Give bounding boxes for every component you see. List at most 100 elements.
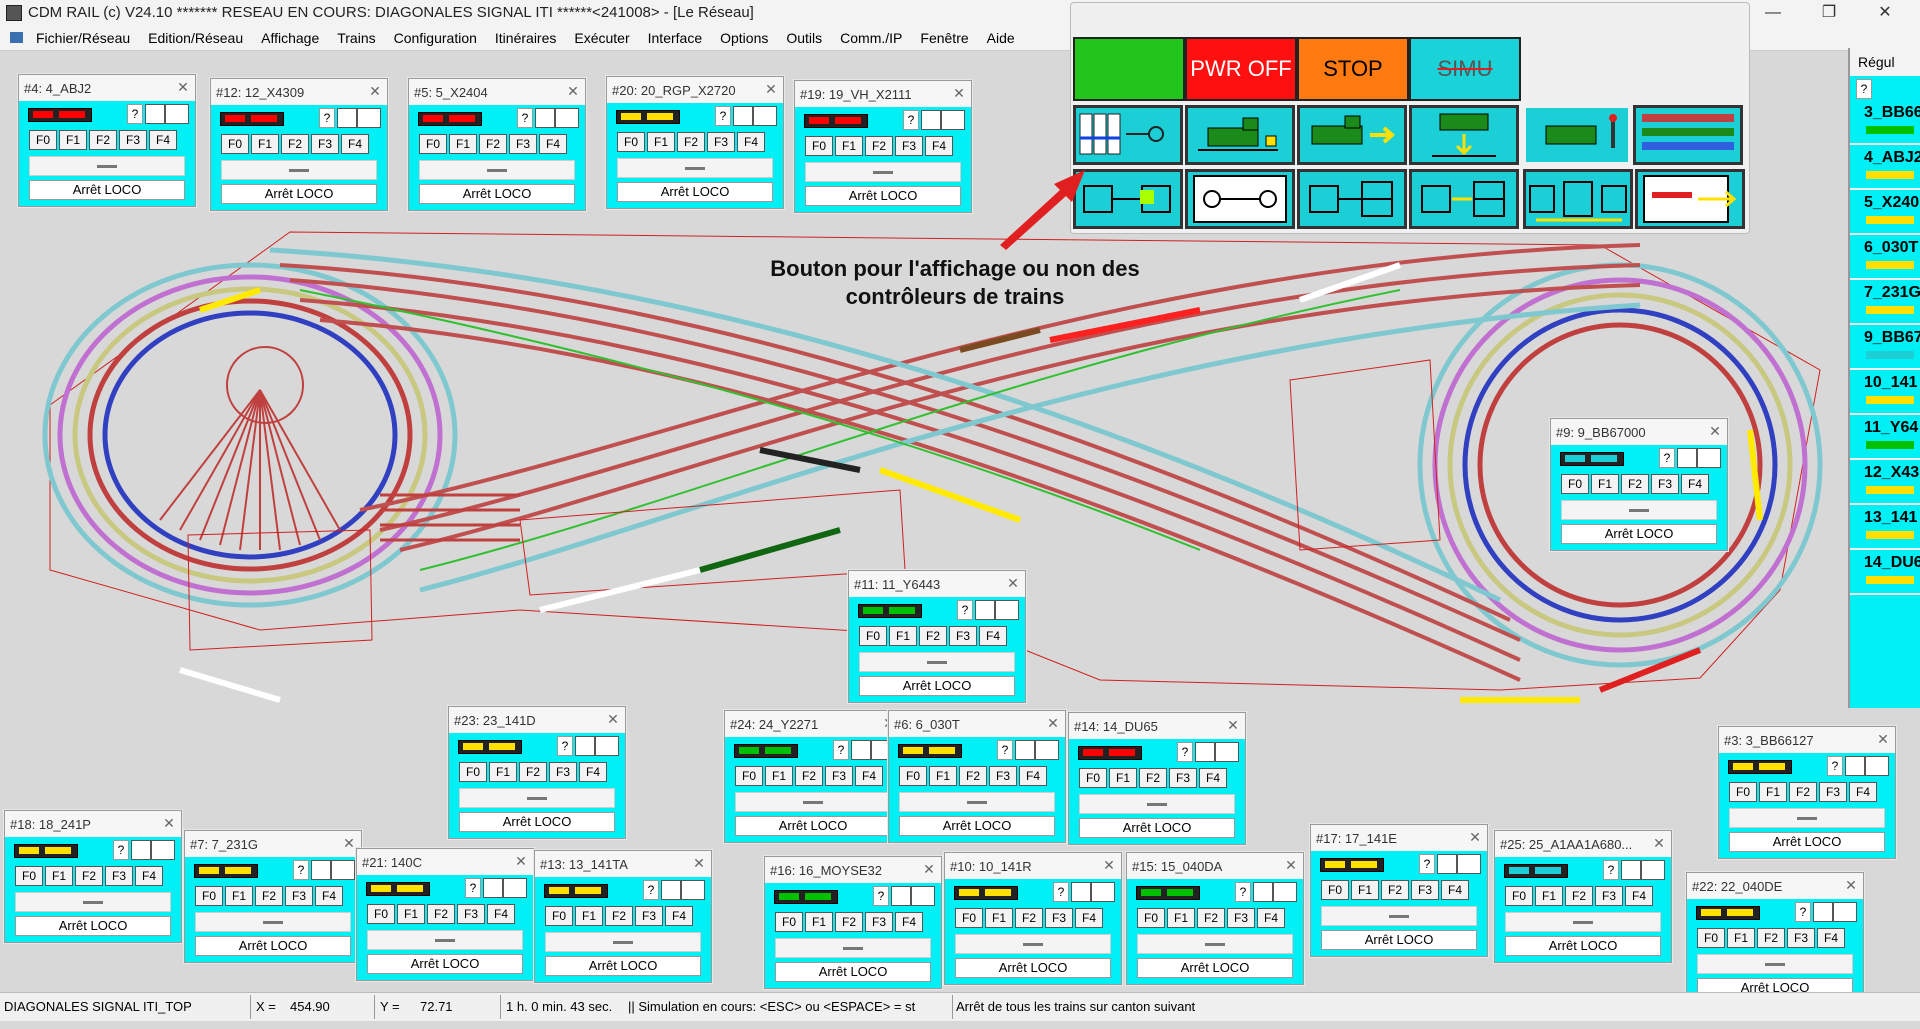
function-button-f4[interactable]: F4	[149, 130, 177, 150]
loco-title-bar[interactable]: #25: 25_A1AA1A680... ✕	[1495, 831, 1671, 857]
function-button-f0[interactable]: F0	[955, 908, 983, 928]
function-button-f2[interactable]: F2	[1381, 880, 1409, 900]
function-button-f1[interactable]: F1	[1727, 928, 1755, 948]
function-button-f3[interactable]: F3	[949, 626, 977, 646]
function-button-f1[interactable]: F1	[449, 134, 477, 154]
direction-toggle[interactable]	[1621, 860, 1641, 880]
close-icon[interactable]: ✕	[1469, 829, 1481, 845]
function-button-f3[interactable]: F3	[1411, 880, 1439, 900]
function-button-f1[interactable]: F1	[805, 912, 833, 932]
slider-thumb[interactable]	[1023, 943, 1043, 946]
close-icon[interactable]: ✕	[369, 83, 381, 99]
menu-item-1[interactable]: Edition/Réseau	[148, 30, 244, 46]
function-button-f2[interactable]: F2	[677, 132, 705, 152]
close-icon[interactable]: ✕	[567, 83, 579, 99]
speed-slider[interactable]	[899, 792, 1055, 812]
function-button-f3[interactable]: F3	[1595, 886, 1623, 906]
loco-stop-button[interactable]: Arrêt LOCO	[617, 182, 773, 202]
function-button-f4[interactable]: F4	[1817, 928, 1845, 948]
help-button[interactable]: ?	[293, 860, 309, 880]
function-button-f3[interactable]: F3	[1169, 768, 1197, 788]
speed-slider[interactable]	[459, 788, 615, 808]
function-button-f4[interactable]: F4	[665, 906, 693, 926]
function-button-f0[interactable]: F0	[1697, 928, 1725, 948]
close-icon[interactable]: ✕	[515, 853, 527, 869]
function-button-f1[interactable]: F1	[575, 906, 603, 926]
function-button-f1[interactable]: F1	[929, 766, 957, 786]
slider-thumb[interactable]	[873, 171, 893, 174]
regulation-list-item[interactable]: 4_ABJ2	[1850, 145, 1920, 190]
loco-stop-button[interactable]: Arrêt LOCO	[1505, 936, 1661, 956]
function-button-f0[interactable]: F0	[15, 866, 43, 886]
toggle-train-controllers-button[interactable]	[1073, 105, 1183, 165]
power-on-button[interactable]	[1073, 37, 1185, 101]
loco-stop-button[interactable]: Arrêt LOCO	[899, 816, 1055, 836]
lights-toggle[interactable]	[1697, 448, 1721, 468]
speed-slider[interactable]	[1079, 794, 1235, 814]
help-button[interactable]: ?	[1419, 854, 1435, 874]
loco-title-bar[interactable]: #15: 15_040DA ✕	[1127, 853, 1303, 879]
loco-title-bar[interactable]: #14: 14_DU65 ✕	[1069, 713, 1245, 739]
loco-title-bar[interactable]: #4: 4_ABJ2 ✕	[19, 75, 195, 101]
menu-item-7[interactable]: Interface	[647, 30, 703, 46]
function-button-f1[interactable]: F1	[1167, 908, 1195, 928]
function-button-f4[interactable]: F4	[539, 134, 567, 154]
lights-toggle[interactable]	[1091, 882, 1115, 902]
lights-toggle[interactable]	[151, 840, 175, 860]
lights-toggle[interactable]	[555, 108, 579, 128]
help-button[interactable]: ?	[643, 880, 659, 900]
loco-stop-button[interactable]: Arrêt LOCO	[195, 936, 351, 956]
loco-title-bar[interactable]: #9: 9_BB67000 ✕	[1551, 419, 1727, 445]
function-button-f1[interactable]: F1	[647, 132, 675, 152]
menu-item-8[interactable]: Options	[720, 30, 769, 46]
function-button-f3[interactable]: F3	[549, 762, 577, 782]
function-button-f3[interactable]: F3	[707, 132, 735, 152]
speed-slider[interactable]	[15, 892, 171, 912]
function-button-f2[interactable]: F2	[1757, 928, 1785, 948]
function-button-f4[interactable]: F4	[895, 912, 923, 932]
function-button-f1[interactable]: F1	[985, 908, 1013, 928]
function-button-f0[interactable]: F0	[195, 886, 223, 906]
function-button-f1[interactable]: F1	[765, 766, 793, 786]
function-button-f3[interactable]: F3	[311, 134, 339, 154]
simu-button[interactable]: SIMU	[1409, 37, 1521, 101]
function-button-f0[interactable]: F0	[805, 136, 833, 156]
help-button[interactable]: ?	[833, 740, 849, 760]
speed-slider[interactable]	[1561, 500, 1717, 520]
loco-title-bar[interactable]: #22: 22_040DE ✕	[1687, 873, 1863, 899]
help-button[interactable]: ?	[1795, 902, 1811, 922]
function-button-f1[interactable]: F1	[489, 762, 517, 782]
function-button-f4[interactable]: F4	[315, 886, 343, 906]
loco-title-bar[interactable]: #20: 20_RGP_X2720 ✕	[607, 77, 783, 103]
speed-slider[interactable]	[221, 160, 377, 180]
function-button-f4[interactable]: F4	[1199, 768, 1227, 788]
close-icon[interactable]: ✕	[693, 855, 705, 871]
function-button-f0[interactable]: F0	[859, 626, 887, 646]
close-icon[interactable]: ✕	[1845, 877, 1857, 893]
direction-toggle[interactable]	[1437, 854, 1457, 874]
regulation-list-item[interactable]: 9_BB67	[1850, 325, 1920, 370]
function-button-f3[interactable]: F3	[1651, 474, 1679, 494]
lights-toggle[interactable]	[503, 878, 527, 898]
help-button[interactable]: ?	[517, 108, 533, 128]
track-layout[interactable]	[0, 50, 1850, 980]
train-forward-button[interactable]	[1297, 105, 1407, 165]
direction-toggle[interactable]	[1195, 742, 1215, 762]
speed-slider[interactable]	[1137, 934, 1293, 954]
close-icon[interactable]: ✕	[163, 815, 175, 831]
speed-slider[interactable]	[805, 162, 961, 182]
loco-title-bar[interactable]: #19: 19_VH_X2111 ✕	[795, 81, 971, 107]
function-button-f3[interactable]: F3	[865, 912, 893, 932]
direction-toggle[interactable]	[535, 108, 555, 128]
lights-toggle[interactable]	[681, 880, 705, 900]
direction-toggle[interactable]	[661, 880, 681, 900]
lights-toggle[interactable]	[165, 104, 189, 124]
menu-item-6[interactable]: Exécuter	[574, 30, 630, 46]
regulation-list-item[interactable]: 13_141	[1850, 505, 1920, 550]
function-button-f2[interactable]: F2	[1197, 908, 1225, 928]
function-button-f0[interactable]: F0	[1321, 880, 1349, 900]
function-button-f2[interactable]: F2	[865, 136, 893, 156]
function-button-f4[interactable]: F4	[1075, 908, 1103, 928]
direction-toggle[interactable]	[131, 840, 151, 860]
route-reverse-button[interactable]	[1409, 169, 1519, 229]
